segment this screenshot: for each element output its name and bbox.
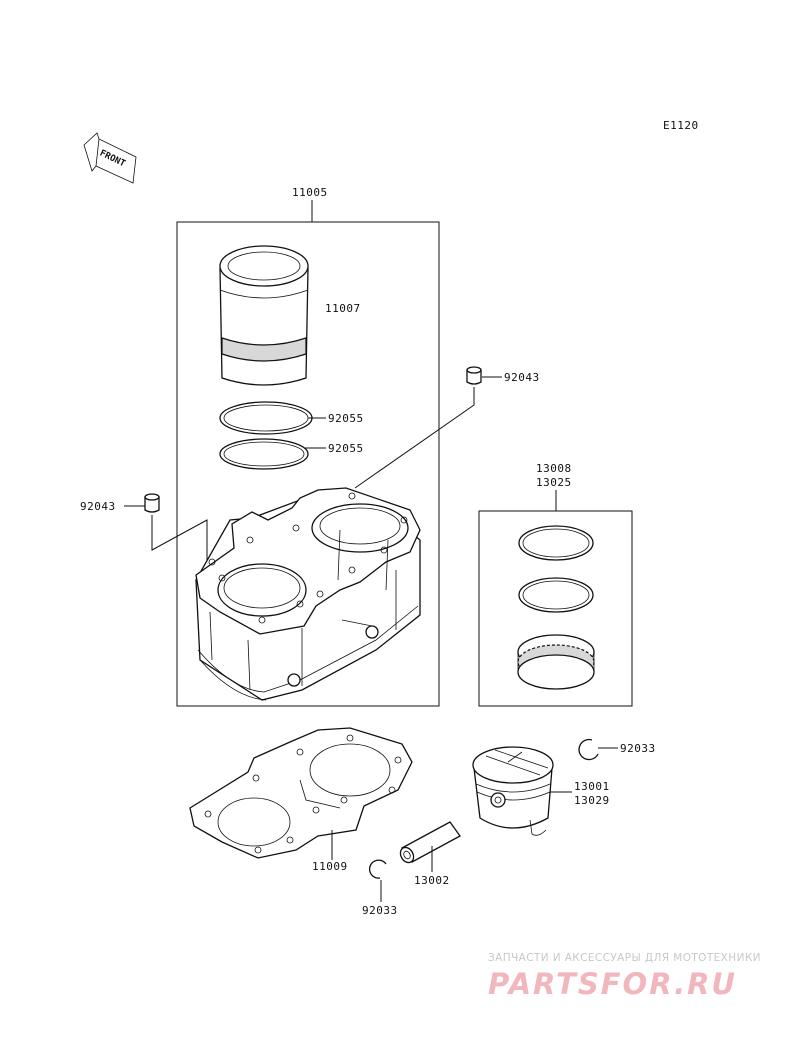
label-11007: 11007	[325, 302, 361, 315]
label-11009: 11009	[312, 860, 348, 873]
front-arrow-icon: FRONT	[83, 132, 137, 184]
label-92043-right: 92043	[504, 371, 540, 384]
diagram-code: E1120	[663, 119, 699, 132]
cylinder-block	[195, 487, 421, 701]
cylinder-sleeve	[219, 245, 309, 386]
piston-ring-group: 13008 13025	[478, 462, 633, 707]
circlip-right	[578, 738, 599, 761]
label-13025: 13025	[536, 476, 572, 489]
piston-oil-ring	[517, 634, 595, 690]
piston-ring-box	[478, 510, 633, 707]
piston-ring-second	[518, 577, 594, 613]
watermark-logo: PARTSFOR.RU	[488, 967, 737, 1001]
label-13029: 13029	[574, 794, 610, 807]
cylinder-assembly-box	[176, 221, 440, 707]
cylinder-assembly-group: 11005	[176, 186, 440, 707]
watermark-tagline: ЗАПЧАСТИ И АКСЕССУАРЫ ДЛЯ МОТОТЕХНИКИ	[488, 952, 761, 964]
front-label: FRONT	[98, 148, 127, 169]
label-11005: 11005	[292, 186, 328, 199]
label-92033-right: 92033	[620, 742, 656, 755]
o-ring-lower	[219, 438, 309, 470]
circlip-bottom	[369, 859, 387, 879]
piston-pin	[399, 821, 461, 864]
piston	[472, 746, 554, 836]
label-92055-b: 92055	[328, 442, 364, 455]
label-92033-bottom: 92033	[362, 904, 398, 917]
dowel-pin-right	[466, 366, 482, 385]
cylinder-base-gasket	[189, 727, 413, 859]
o-ring-upper	[219, 401, 313, 435]
label-92055-a: 92055	[328, 412, 364, 425]
label-13008: 13008	[536, 462, 572, 475]
piston-ring-top	[518, 525, 594, 561]
label-13001: 13001	[574, 780, 610, 793]
label-13002: 13002	[414, 874, 450, 887]
dowel-pin-left	[144, 493, 160, 513]
label-92043-left: 92043	[80, 500, 116, 513]
